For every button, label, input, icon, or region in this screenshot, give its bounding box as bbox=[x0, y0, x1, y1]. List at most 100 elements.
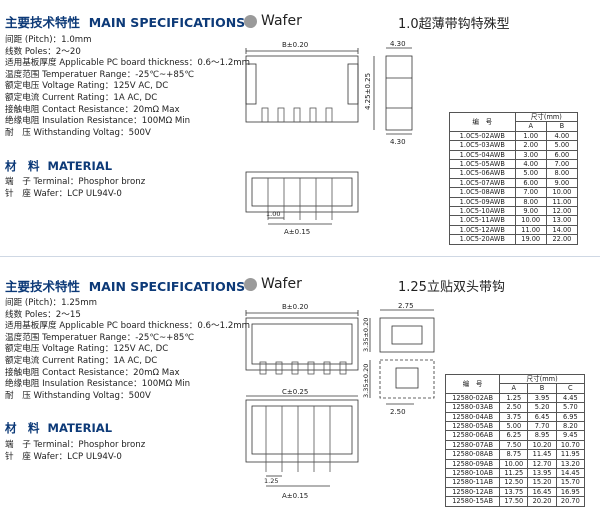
dimension-cell: 13.20 bbox=[555, 458, 586, 470]
material-list: 端 子 Terminal：Phosphor bronz 针 座 Wafer：LC… bbox=[5, 440, 145, 463]
dimension-cell: 20.70 bbox=[555, 496, 586, 507]
dim-a: A±0.15 bbox=[284, 228, 310, 236]
dimension-cell: 5.00 bbox=[545, 140, 579, 151]
part-number-cell: 12580-09AB bbox=[444, 458, 501, 470]
part-number-cell: 12580-03AB bbox=[444, 402, 501, 413]
spec-heading: 主要技术特性 MAIN SPECIFICATIONS bbox=[5, 279, 246, 294]
dimension-cell: 20.20 bbox=[527, 496, 557, 507]
spec-heading: 主要技术特性 MAIN SPECIFICATIONS bbox=[5, 15, 246, 30]
spec-contact-resistance: 接触电阻 Contact Resistance：20mΩ Max bbox=[5, 367, 180, 378]
dimension-cell: 6.00 bbox=[514, 177, 547, 189]
part-number-cell: 12580-12AB bbox=[444, 486, 501, 498]
dim-width: 4.30 bbox=[390, 40, 406, 48]
dim-width: 2.75 bbox=[398, 302, 414, 310]
part-number-cell: 1.0C5-09AWB bbox=[449, 196, 516, 208]
part-number-cell: 1.0C5-06AWB bbox=[449, 168, 516, 179]
dimension-cell: 15.70 bbox=[555, 477, 586, 488]
dimension-cell: 6.25 bbox=[499, 430, 529, 441]
col-code-header: 编 号 bbox=[449, 112, 516, 132]
part-number-cell: 1.0C5-07AWB bbox=[449, 177, 516, 189]
spec-insulation-resistance: 绝缘电阻 Insulation Resistance：100MΩ Min bbox=[5, 379, 191, 390]
dimension-cell: 7.00 bbox=[514, 187, 547, 198]
dimension-cell: 6.00 bbox=[545, 149, 579, 161]
connector-drawing: B±0.20 4.30 4.30 4.25±0.25 1.00 A±0.15 bbox=[245, 40, 413, 236]
part-number-cell: 12580-02AB bbox=[444, 392, 501, 404]
dimension-cell: 10.00 bbox=[514, 215, 547, 226]
dim-c: C±0.25 bbox=[282, 388, 308, 396]
dim-height: 3.35±0.20 bbox=[362, 318, 370, 352]
part-number-cell: 12580-05AB bbox=[444, 421, 501, 432]
part-number-cell: 1.0C5-02AWB bbox=[449, 130, 516, 142]
dimension-cell: 3.00 bbox=[514, 149, 547, 161]
dimension-cell: 10.70 bbox=[555, 439, 586, 451]
part-number-cell: 1.0C5-04AWB bbox=[449, 149, 516, 161]
dimension-cell: 5.00 bbox=[514, 168, 547, 179]
dimension-cell: 14.00 bbox=[545, 224, 579, 236]
dimension-cell: 6.95 bbox=[555, 411, 586, 423]
dimension-cell: 8.00 bbox=[545, 168, 579, 179]
dimension-cell: 5.20 bbox=[527, 402, 557, 413]
dimension-cell: 8.00 bbox=[514, 196, 547, 208]
dimension-cell: 12.50 bbox=[499, 477, 529, 488]
dim-width-bottom: 4.30 bbox=[390, 138, 406, 146]
dimension-cell: 19.00 bbox=[514, 234, 547, 245]
part-number-cell: 12580-08AB bbox=[444, 449, 501, 460]
dimension-cell: 3.95 bbox=[527, 392, 557, 404]
dimension-cell: 16.95 bbox=[555, 486, 586, 498]
material-heading: 材 料 MATERIAL bbox=[5, 159, 113, 173]
dimension-cell: 13.95 bbox=[527, 468, 557, 479]
connector-drawing: B±0.20 2.75 2.50 3.35±0.20 3.35±0.20 C±0… bbox=[245, 302, 435, 500]
dim-pitch: 1.00 bbox=[266, 210, 280, 218]
wafer-label: Wafer bbox=[244, 276, 302, 292]
dimension-cell: 17.50 bbox=[499, 496, 529, 507]
dimension-cell: 11.00 bbox=[545, 196, 579, 208]
spec-current: 额定电流 Current Rating：1A AC, DC bbox=[5, 92, 158, 103]
bullet-dot-icon bbox=[244, 14, 257, 28]
dimension-cell: 2.50 bbox=[499, 402, 529, 413]
part-number-cell: 12580-07AB bbox=[444, 439, 501, 451]
dim-a: A±0.15 bbox=[282, 492, 308, 500]
dim-width-bottom: 2.50 bbox=[390, 408, 406, 416]
dimension-cell: 4.00 bbox=[545, 130, 579, 142]
part-number-cell: 1.0C5-05AWB bbox=[449, 159, 516, 170]
section-divider bbox=[0, 256, 600, 257]
dimension-cell: 7.70 bbox=[527, 421, 557, 432]
dimension-cell: 11.00 bbox=[514, 224, 547, 236]
spec-voltage: 额定电压 Voltage Rating：125V AC, DC bbox=[5, 344, 169, 355]
spec-poles: 线数 Poles：2～20 bbox=[5, 46, 81, 57]
col-a-header: A bbox=[499, 383, 529, 394]
dimension-cell: 13.75 bbox=[499, 486, 529, 498]
bullet-dot-icon bbox=[244, 277, 257, 291]
dim-b: B±0.20 bbox=[282, 303, 308, 311]
wafer-label: Wafer bbox=[244, 13, 302, 29]
spec-withstanding-voltage: 耐 压 Withstanding Voltag：500V bbox=[5, 127, 151, 138]
material-heading: 材 料 MATERIAL bbox=[5, 421, 113, 435]
dimension-cell: 5.70 bbox=[555, 402, 586, 413]
dimension-cell: 16.45 bbox=[527, 486, 557, 498]
part-number-cell: 12580-06AB bbox=[444, 430, 501, 441]
col-size-header: 尺寸(mm) bbox=[514, 111, 579, 123]
part-number-cell: 12580-04AB bbox=[444, 411, 501, 423]
spec-board-thickness: 适用基板厚度 Applicable PC board thickness：0.6… bbox=[5, 321, 251, 332]
product-title: 1.0超薄带钩特殊型 bbox=[398, 17, 510, 32]
dimension-cell: 7.50 bbox=[499, 439, 529, 451]
part-number-cell: 1.0C5-11AWB bbox=[449, 215, 516, 226]
